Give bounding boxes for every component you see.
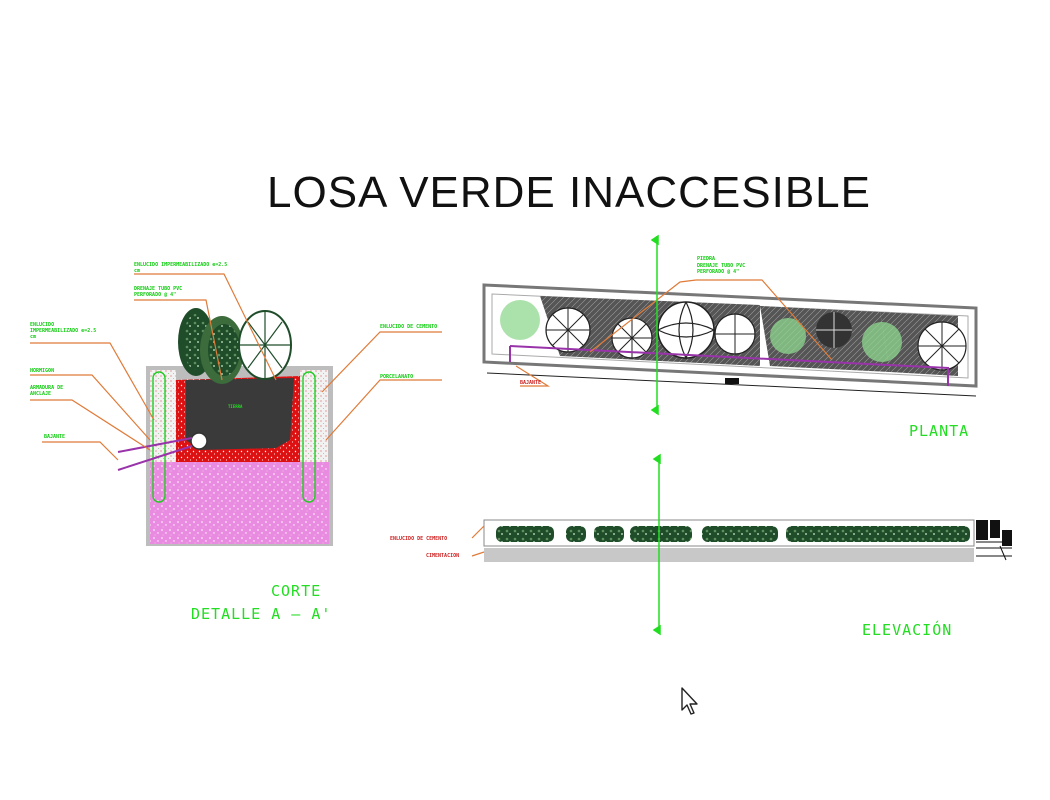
elevation-leader-lines: [471, 525, 485, 557]
section-detail-drawing: TIERRA: [30, 273, 442, 546]
elevation-foundation-label: CIMENTACION: [426, 553, 460, 559]
porcelain-label: PORCELANATO: [380, 374, 414, 380]
left-side-wall: [150, 370, 176, 462]
plan-drain-pipe: [509, 345, 949, 386]
mouse-pointer-icon: [681, 687, 698, 715]
right-anchor-rebar: [302, 371, 316, 503]
plan-leader-lines: [515, 279, 833, 387]
waterproof-plaster-label: ENLUCIDO IMPERMEABILIZADO e=2.5 cm: [134, 262, 228, 274]
drawing-title: LOSA VERDE INACCESIBLE: [267, 168, 871, 217]
elevation-bushes: [496, 526, 970, 542]
section-view-subtitle: DETALLE A — A': [191, 605, 332, 623]
section-cut-lines: [650, 234, 661, 636]
pvc-drain-pipe: [190, 432, 208, 450]
plan-view-title: PLANTA: [909, 422, 970, 440]
right-side-wall: [300, 370, 328, 462]
elevation-foundation: [484, 548, 974, 562]
plan-dimension-line: [486, 372, 977, 397]
elevation-cement-plaster-label: ENLUCIDO DE CEMENTO: [390, 536, 448, 542]
cement-plaster-label: ENLUCIDO DE CEMENTO: [380, 324, 438, 330]
section-plants: [178, 308, 292, 384]
section-downpipe-label: BAJANTE: [44, 434, 66, 440]
left-anchor-rebar: [152, 371, 166, 503]
waterproof-plaster-left-label: ENLUCIDO IMPERMEABILIZADO e=2.5 cm: [30, 322, 97, 340]
soil-label: TIERRA: [228, 404, 243, 409]
earth-fill: [186, 378, 294, 450]
section-view-title: CORTE: [271, 582, 322, 600]
section-leader-lines: [30, 273, 442, 461]
elevation-drawing: [471, 519, 1012, 562]
gravel-base: [150, 462, 329, 544]
elevation-view-title: ELEVACIÓN: [862, 621, 953, 639]
anchor-rebar-label: ARMADURA DE ANCLAJE: [30, 385, 64, 397]
plan-pvc-drain-label: DRENAJE TUBO PVC PERFORADO @ 4": [697, 263, 746, 275]
plan-plants: [500, 300, 967, 371]
plan-stone-label: PIEDRA: [697, 256, 716, 262]
elevation-end-detail: [976, 520, 1012, 561]
plan-downpipe-label: BAJANTE: [520, 380, 542, 386]
pvc-drain-label: DRENAJE TUBO PVC PERFORADO @ 4": [134, 286, 183, 298]
concrete-label: HORMIGON: [30, 368, 55, 374]
downpipe-line-2: [117, 445, 193, 471]
plan-drawing: [482, 279, 978, 397]
downpipe-line: [117, 437, 193, 453]
